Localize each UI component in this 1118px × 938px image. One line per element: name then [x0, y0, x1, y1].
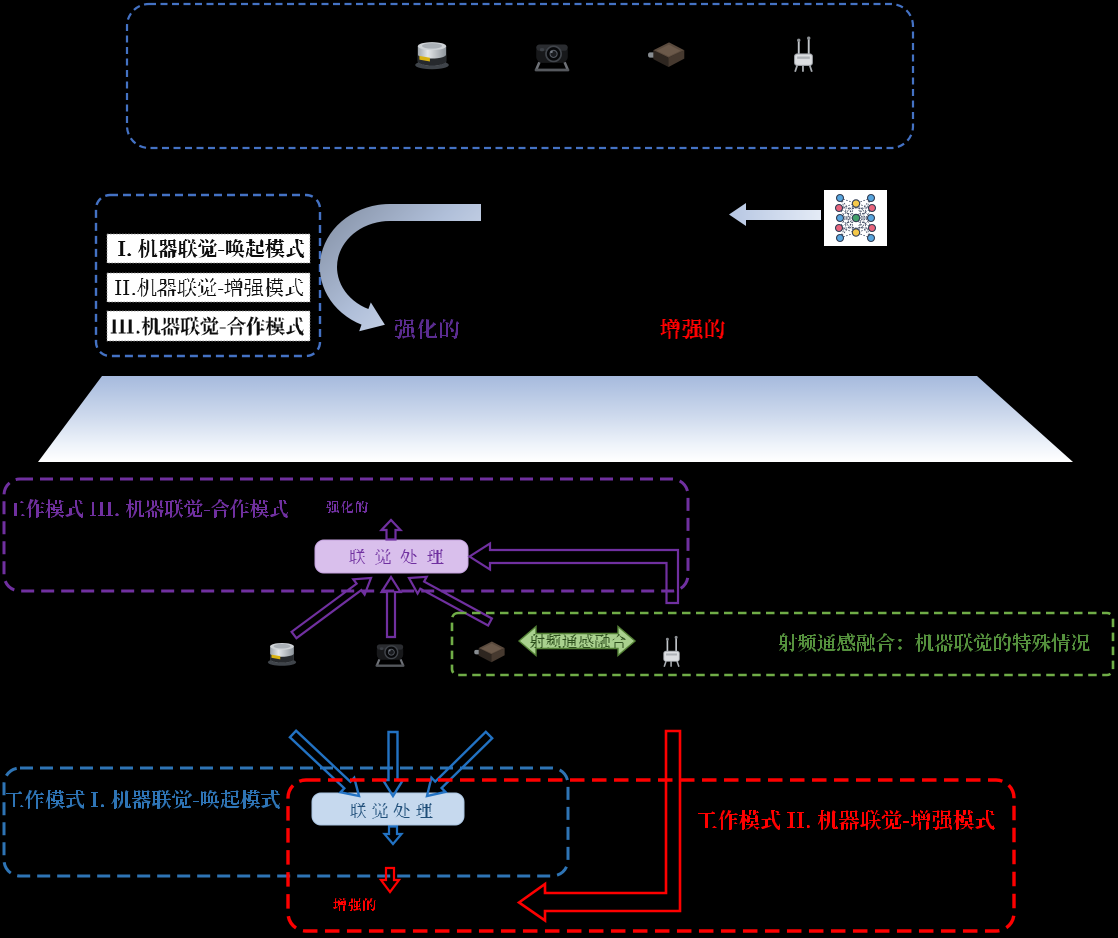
perspective-plane: [38, 376, 1073, 462]
label-mode1_proc-glyphs: [349, 803, 433, 819]
label-reinforced_big-glyphs: [394, 319, 459, 339]
mode2-enhanced-down-arrow: [378, 866, 402, 894]
label-enhanced_big-glyphs: [660, 319, 725, 339]
label-legend1-glyphs: [118, 239, 305, 258]
legend-row-bg: [106, 272, 311, 303]
mode2-box: [286, 778, 1016, 933]
label-rf_caption-glyphs: [779, 633, 1090, 652]
label-mode1_proc: 联觉处理: [350, 800, 438, 820]
modes-legend-box: [94, 193, 322, 358]
label-mode3_feedback-glyphs: [326, 501, 368, 513]
rf-module-icon: [663, 635, 680, 668]
neural-network-icon: [824, 190, 887, 246]
label-legend2-glyphs: [115, 278, 304, 297]
enhanced-straight-arrow: [729, 203, 821, 226]
label-legend3-glyphs: [110, 316, 304, 336]
label-reinforced_big: 强化的: [394, 316, 461, 342]
mode1-box: [2, 766, 570, 878]
mode1-input-arrow-2: [380, 730, 406, 799]
lidar-icon: [415, 42, 449, 70]
radar-icon: [474, 641, 505, 663]
label-mode1_title-glyphs: [5, 790, 280, 809]
label-rf_arrow_label: 射频通感融合: [530, 632, 628, 651]
mode2-feedback-elbow-arrow: [516, 729, 682, 923]
camera-icon: [375, 644, 405, 667]
mode1-output-arrow: [382, 825, 404, 846]
mode3-feedback-elbow-arrow: [467, 541, 680, 605]
camera-icon: [534, 44, 570, 72]
label-mode3_feedback: 强化的: [326, 499, 369, 515]
rf-fusion-double-arrow: [517, 624, 637, 658]
label-mode3_title: 工作模式 III. 机器联觉-合作模式: [6, 497, 284, 520]
lidar-icon: [267, 643, 297, 666]
label-mode2_output-glyphs: [333, 898, 376, 911]
label-mode2_title: 工作模式 II. 机器联觉-增强模式: [696, 807, 991, 833]
radar-icon: [648, 42, 685, 68]
label-rf_arrow_label-glyphs: [530, 634, 626, 648]
rf-module-icon: [794, 36, 813, 73]
mode3-output-arrow: [378, 518, 404, 541]
label-legend2: II.机器联觉-增强模式: [114, 275, 299, 299]
reinforced-curved-arrow-bar: [390, 204, 481, 221]
mode3-input-arrow-3: [407, 575, 494, 627]
mode3-input-arrow-1: [290, 576, 373, 640]
mode1-input-arrow-1: [288, 729, 361, 798]
top-sensor-panel: [125, 2, 915, 150]
label-mode3_proc-glyphs: [348, 549, 444, 565]
label-enhanced_big: 增强的: [660, 316, 727, 342]
label-legend3: III.机器联觉-合作模式: [110, 314, 300, 337]
reinforced-curved-arrow: [319, 203, 390, 332]
label-legend1: I. 机器联觉-唤起模式: [117, 236, 301, 260]
label-mode2_output: 增强的: [333, 896, 377, 913]
rf-fusion-box: [450, 611, 1115, 677]
mode3-input-arrow-2: [379, 574, 403, 639]
label-mode1_title: 工作模式 I. 机器联觉-唤起模式: [4, 787, 277, 811]
mode1-input-arrow-3: [425, 730, 494, 798]
label-rf_caption: 射频通感融合：机器联觉的特殊情况: [778, 631, 1090, 654]
label-mode3_title-glyphs: [7, 499, 288, 518]
label-mode2_title-glyphs: [697, 810, 995, 830]
label-mode3_proc: 联觉处理: [349, 546, 453, 566]
